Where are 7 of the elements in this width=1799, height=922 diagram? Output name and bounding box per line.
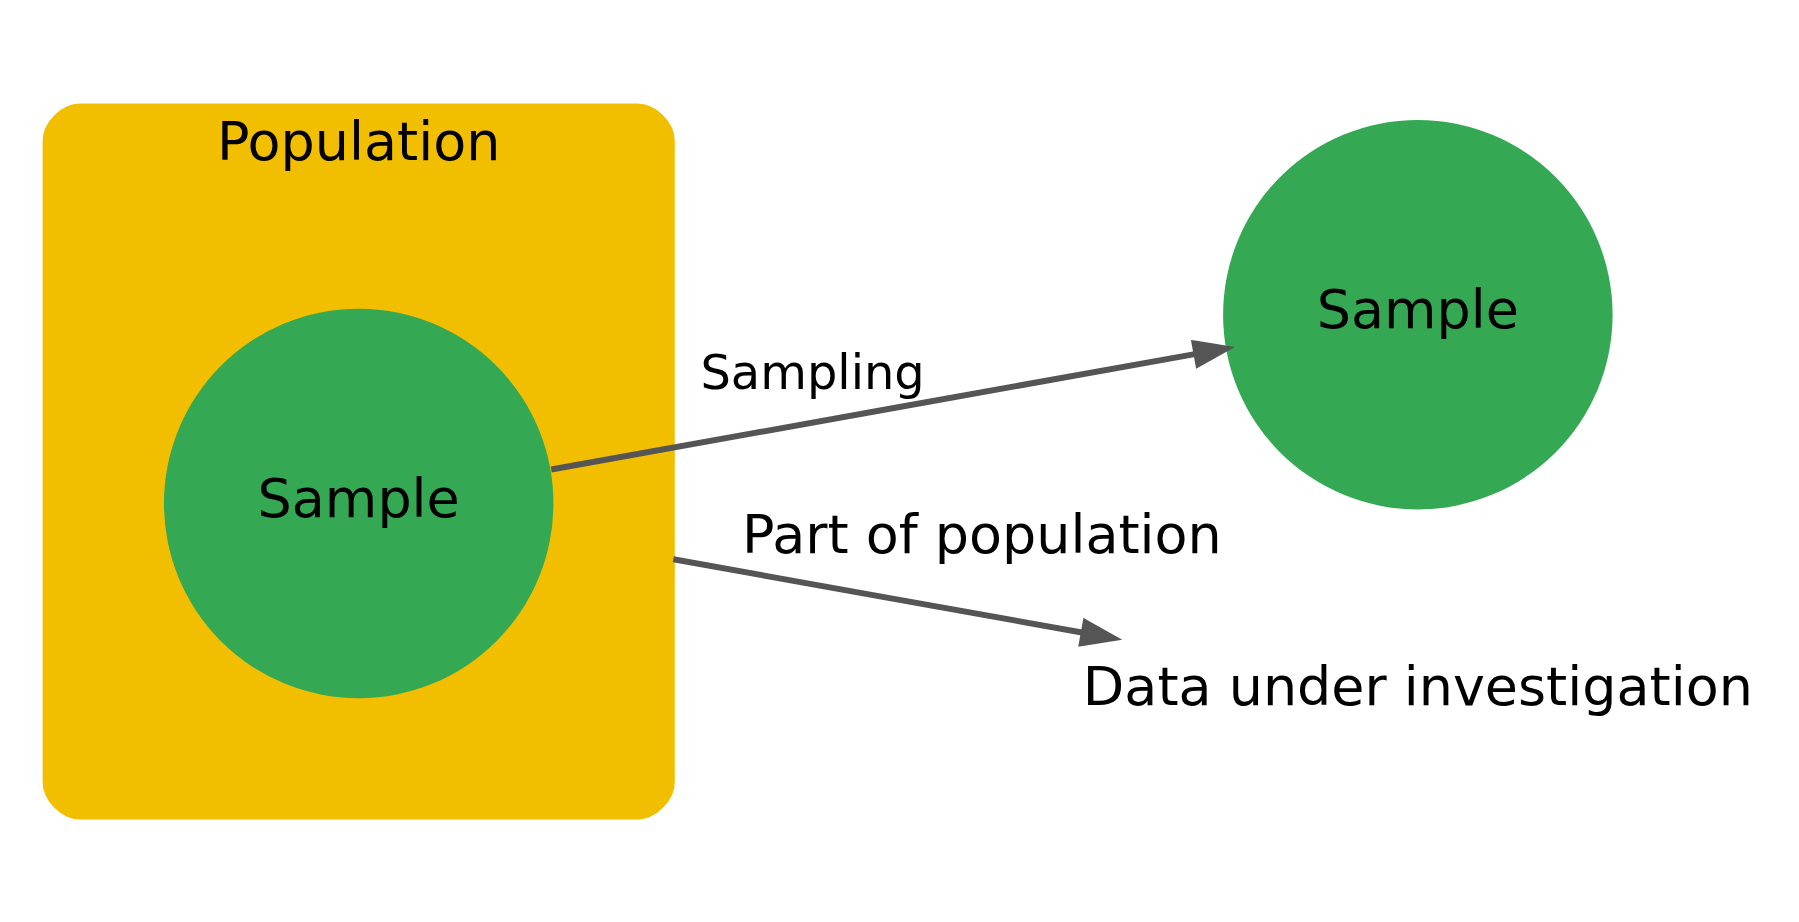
edge-label: Sampling xyxy=(700,344,925,400)
node-label: Part of population xyxy=(742,502,1222,566)
node-text: Data under investigation xyxy=(1082,654,1753,718)
arrow xyxy=(672,555,1123,647)
node-circle: Sample xyxy=(1223,119,1613,509)
node-circle: Sample xyxy=(163,308,554,698)
arrow xyxy=(550,339,1235,472)
